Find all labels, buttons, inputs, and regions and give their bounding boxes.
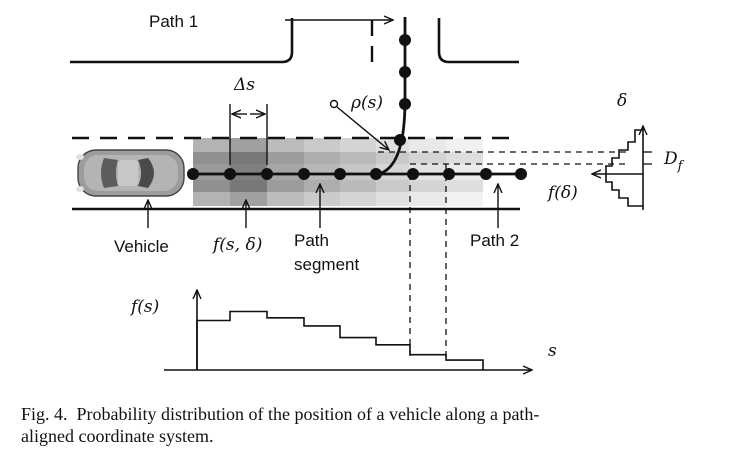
path2-nodes bbox=[187, 168, 527, 180]
caption-line2: aligned coordinate system. bbox=[21, 426, 214, 446]
path2-label: Path 2 bbox=[470, 231, 519, 250]
vehicle-label: Vehicle bbox=[114, 237, 169, 256]
path-node bbox=[334, 168, 346, 180]
path-node bbox=[515, 168, 527, 180]
rho-pointer-origin bbox=[329, 99, 339, 109]
grid-cell bbox=[193, 138, 230, 206]
path-node bbox=[407, 168, 419, 180]
label-pointers bbox=[148, 184, 498, 228]
s-axis-label: s bbox=[548, 341, 557, 361]
path1-nodes bbox=[394, 34, 411, 146]
projection-lines bbox=[409, 164, 447, 362]
path-node bbox=[187, 168, 199, 180]
figure-diagram: Δs ρ(s) Path 1 Path 2 Vehicle Path segme… bbox=[70, 12, 685, 400]
figure-caption: Fig. 4. Probability distribution of the … bbox=[21, 403, 721, 447]
path-node bbox=[443, 168, 455, 180]
delta-s-dimension bbox=[229, 104, 268, 165]
grid-cell bbox=[267, 138, 304, 206]
f-s-chart bbox=[164, 290, 532, 370]
path-segment-label-line2: segment bbox=[294, 255, 359, 274]
f-delta-label: f(δ) bbox=[546, 183, 578, 203]
path-node bbox=[399, 98, 411, 110]
f-delta-curve bbox=[605, 129, 643, 207]
path-node bbox=[394, 134, 406, 146]
grid-cell bbox=[340, 138, 376, 206]
path-node bbox=[298, 168, 310, 180]
road-path1 bbox=[70, 18, 519, 64]
path1-label: Path 1 bbox=[149, 12, 198, 31]
path-segment-label-line1: Path bbox=[294, 231, 329, 250]
caption-line1: Probability distribution of the position… bbox=[76, 404, 540, 424]
d-f-label: Df bbox=[663, 149, 685, 174]
lateral-distribution bbox=[592, 126, 643, 210]
path-node bbox=[224, 168, 236, 180]
caption-fig-label: Fig. 4. bbox=[21, 404, 68, 424]
rho-pointer-arrow bbox=[336, 106, 389, 150]
path-node bbox=[480, 168, 492, 180]
grid-cell bbox=[230, 138, 267, 206]
path-node bbox=[370, 168, 382, 180]
delta-axis-label: δ bbox=[617, 91, 627, 111]
path-node bbox=[399, 66, 411, 78]
delta-s-label: Δs bbox=[233, 75, 255, 95]
path-node bbox=[399, 34, 411, 46]
path-node bbox=[261, 168, 273, 180]
vehicle-icon bbox=[76, 149, 185, 197]
f-s-step-curve bbox=[196, 310, 484, 370]
grid-cell bbox=[304, 138, 340, 206]
f-s-label: f(s) bbox=[129, 297, 159, 317]
f-s-delta-label: f(s, δ) bbox=[211, 235, 262, 255]
rho-label: ρ(s) bbox=[350, 93, 383, 113]
